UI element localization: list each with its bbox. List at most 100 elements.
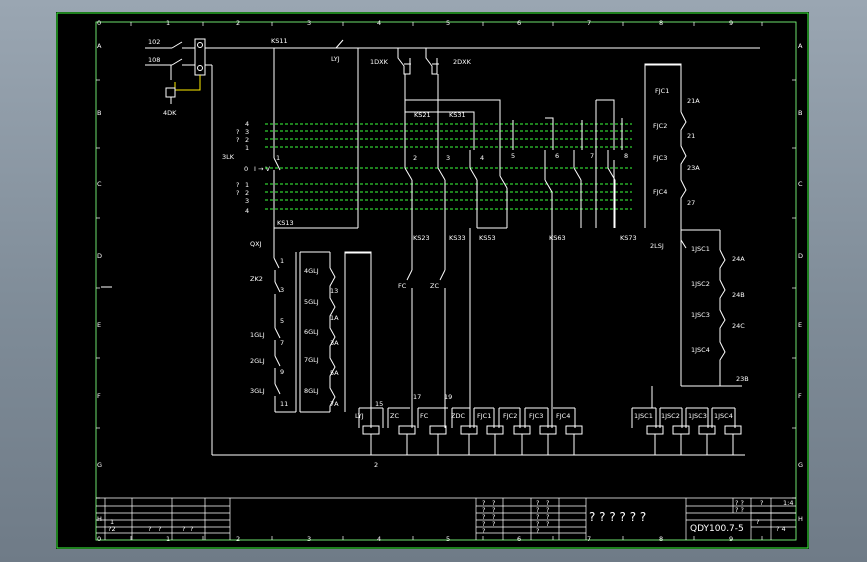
title-mark: ? — [482, 499, 485, 507]
terminal-num: 4 — [480, 154, 484, 162]
contact-2dxk-label: 2DXK — [453, 58, 472, 66]
fc-label: FC — [398, 282, 407, 290]
col-label: 4 — [377, 19, 381, 27]
title-mark: ? — [482, 520, 485, 528]
ks-label-bottom: KS53 — [479, 234, 496, 242]
coil-label: FJC2 — [503, 412, 517, 420]
coil-num: 15 — [375, 400, 383, 408]
row-label: A — [798, 42, 803, 50]
title-mark: ? — [492, 499, 495, 507]
column-ticks — [130, 22, 763, 540]
middle-chain: 4GLJ 5GLJ 6GLJ 7GLJ 8GLJ 13 1A 3A 5A 7A — [299, 251, 372, 428]
bus-input-label: 102 — [148, 38, 160, 46]
title-text: ? ? ? ? ? ? — [589, 510, 646, 524]
pos-num: 3 — [245, 128, 249, 136]
jsc-num: 24B — [732, 291, 745, 299]
middle-chain-label: 8GLJ — [304, 387, 319, 395]
fjc-num: 23A — [687, 164, 700, 172]
ks-label-top: KS31 — [449, 111, 466, 119]
row-label: E — [798, 321, 802, 329]
left-chain-label: 3GLJ — [250, 387, 265, 395]
jsc-num: 24A — [732, 255, 745, 263]
coil-label: ZDC — [451, 412, 465, 420]
row-label: G — [798, 461, 803, 469]
relay-4dk-label: 4DK — [163, 109, 177, 117]
terminal-num: 3 — [446, 154, 450, 162]
title-left-cell: ? — [148, 525, 151, 533]
switch-position-lines — [265, 123, 632, 210]
terminal-num: 8 — [624, 152, 628, 160]
left-chain: QXJ ZK2 1GLJ 2GLJ 3GLJ 1 3 5 7 9 11 — [101, 228, 297, 413]
row-label: A — [97, 42, 102, 50]
col-label: 5 — [446, 535, 450, 543]
row-label: F — [798, 392, 802, 400]
ks-label-bottom: KS33 — [449, 234, 466, 242]
row-label: B — [97, 109, 101, 117]
col-label: 9 — [729, 19, 733, 27]
col-label: 6 — [517, 19, 521, 27]
middle-chain-label: 7GLJ — [304, 356, 319, 364]
title-mark: ? — [482, 513, 485, 521]
left-chain-label: 1GLJ — [250, 331, 265, 339]
title-mark: ? — [536, 506, 539, 514]
title-mark: ? — [546, 513, 549, 521]
title-left-cell: ? — [158, 525, 161, 533]
pos-num: 3 — [245, 197, 249, 205]
column-labels-bottom: 0 1 2 3 4 5 6 7 8 9 — [97, 535, 733, 543]
row-labels-left: A B C D E F G H — [97, 42, 102, 523]
pos-mark: ? — [236, 181, 239, 189]
ks-label-top: KS21 — [414, 111, 431, 119]
title-right-cell: ? — [756, 518, 759, 526]
coil-label: 1JSC3 — [688, 412, 707, 420]
fc-zc-contacts: FC ZC — [398, 269, 446, 428]
row-labels-right: A B C D E F G H — [798, 42, 803, 523]
pos-mark: ? — [236, 189, 239, 197]
col-label: 1 — [166, 535, 170, 543]
fjc-label: FJC3 — [653, 154, 667, 162]
lyj-contact-label: LYJ — [331, 55, 340, 63]
jsc-label: 1JSC1 — [691, 245, 710, 253]
left-chain-num: 9 — [280, 368, 284, 376]
pos-num: 2 — [245, 136, 249, 144]
title-mark: ? — [492, 506, 495, 514]
row-label: D — [97, 252, 102, 260]
col-label: 3 — [307, 19, 311, 27]
title-right-cell: ? — [760, 499, 763, 507]
middle-chain-label: 5GLJ — [304, 298, 319, 306]
left-chain-num: 5 — [280, 317, 284, 325]
fjc-label: FJC2 — [653, 122, 667, 130]
row-label: F — [97, 392, 101, 400]
switch-zero-label: 0 — [244, 165, 248, 173]
middle-chain-num: 1A — [330, 314, 339, 322]
contact-1dxk-label: 1DXK — [370, 58, 389, 66]
jsc-num: 23B — [736, 375, 749, 383]
middle-chain-num: 7A — [330, 400, 339, 408]
pos-num: 4 — [245, 207, 249, 215]
title-mark: ? — [546, 520, 549, 528]
title-mark: ? — [536, 499, 539, 507]
inner-frame-outline — [95, 21, 797, 541]
coil-label: LYJ — [355, 412, 364, 420]
middle-chain-label: 6GLJ — [304, 328, 319, 336]
coil-label: 1JSC4 — [714, 412, 733, 420]
jsc-label: 1JSC2 — [691, 280, 710, 288]
zc-label: ZC — [430, 282, 439, 290]
col-label: 0 — [97, 19, 101, 27]
title-mark: ? — [536, 527, 539, 535]
left-chain-label: ZK2 — [250, 275, 263, 283]
middle-chain-num: 13 — [330, 287, 338, 295]
terminal-num: 5 — [511, 152, 515, 160]
col-label: 4 — [377, 535, 381, 543]
title-right-cell: 1:4 — [783, 499, 793, 507]
col-label: 5 — [446, 19, 450, 27]
col-label: 2 — [236, 535, 240, 543]
left-chain-label: 2GLJ — [250, 357, 265, 365]
coil-label: FC — [420, 412, 429, 420]
row-label: C — [97, 180, 102, 188]
terminal-num: 6 — [555, 152, 559, 160]
bus-input-label: 108 — [148, 56, 160, 64]
fjc-num: 27 — [687, 199, 695, 207]
title-mark: ? — [492, 513, 495, 521]
fjc-label: FJC1 — [655, 87, 669, 95]
